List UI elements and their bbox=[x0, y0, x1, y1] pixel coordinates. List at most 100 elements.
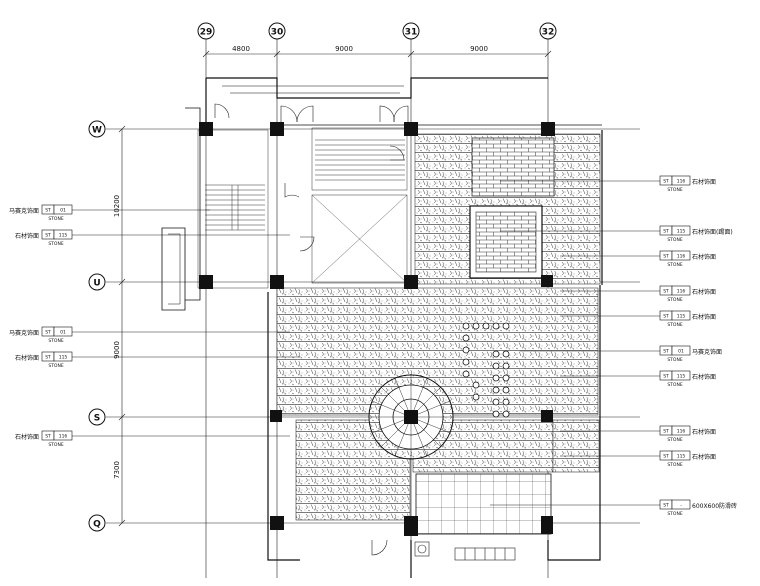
svg-text:ST: ST bbox=[45, 330, 51, 336]
svg-text:STONE: STONE bbox=[667, 462, 683, 468]
svg-text:32: 32 bbox=[542, 28, 555, 38]
svg-text:01: 01 bbox=[60, 330, 66, 336]
svg-text:600X600防滑砖: 600X600防滑砖 bbox=[692, 502, 737, 510]
dim-left-1: 10200 bbox=[113, 195, 121, 217]
svg-text:W: W bbox=[92, 126, 102, 136]
svg-text:STONE: STONE bbox=[667, 187, 683, 193]
svg-text:115: 115 bbox=[59, 355, 68, 361]
right-tag-5: ST 01 STONE 马赛克饰面 bbox=[659, 345, 722, 363]
svg-text:ST: ST bbox=[663, 503, 669, 509]
svg-text:115: 115 bbox=[677, 374, 686, 380]
svg-text:U: U bbox=[93, 279, 100, 289]
svg-text:STONE: STONE bbox=[48, 442, 64, 448]
svg-text:石材饰面: 石材饰面 bbox=[692, 313, 716, 321]
svg-text:石材饰面: 石材饰面 bbox=[692, 373, 716, 381]
svg-text:STONE: STONE bbox=[48, 338, 64, 344]
right-tag-0: ST 116 STONE 石材饰面 bbox=[659, 175, 716, 193]
svg-text:ST: ST bbox=[663, 229, 669, 235]
floor-finishes bbox=[276, 133, 601, 535]
svg-text:ST: ST bbox=[663, 349, 669, 355]
svg-text:ST: ST bbox=[45, 434, 51, 440]
left-tag-4: 石材饰面 ST 116 STONE bbox=[15, 430, 73, 448]
svg-text:石材饰面: 石材饰面 bbox=[692, 178, 716, 186]
svg-text:ST: ST bbox=[45, 355, 51, 361]
svg-text:STONE: STONE bbox=[667, 237, 683, 243]
right-tag-7: ST 116 STONE 石材饰面 bbox=[659, 425, 716, 443]
svg-text:115: 115 bbox=[677, 314, 686, 320]
svg-text:01: 01 bbox=[678, 349, 684, 355]
right-tag-2: ST 116 STONE 石材饰面 bbox=[659, 250, 716, 268]
svg-text:115: 115 bbox=[677, 454, 686, 460]
dim-left-3: 7300 bbox=[113, 461, 121, 479]
left-tag-3: 石材饰面 ST 115 STONE bbox=[15, 351, 73, 369]
svg-text:马赛克饰面: 马赛克饰面 bbox=[692, 348, 722, 356]
svg-text:STONE: STONE bbox=[48, 241, 64, 247]
svg-text:STONE: STONE bbox=[667, 511, 683, 517]
grid-bubble-U: U bbox=[88, 273, 106, 291]
svg-text:石材饰面: 石材饰面 bbox=[692, 288, 716, 296]
stair-core bbox=[197, 127, 408, 289]
dim-top-2: 9000 bbox=[335, 45, 353, 53]
svg-text:-: - bbox=[680, 504, 682, 509]
mosaic-dots bbox=[462, 322, 510, 418]
svg-text:115: 115 bbox=[677, 229, 686, 235]
svg-text:ST: ST bbox=[663, 374, 669, 380]
svg-text:116: 116 bbox=[677, 179, 686, 185]
svg-text:石材饰面: 石材饰面 bbox=[692, 428, 716, 436]
svg-text:116: 116 bbox=[59, 434, 68, 440]
grid-bubble-31: 31 bbox=[402, 22, 420, 40]
svg-text:ST: ST bbox=[663, 179, 669, 185]
svg-text:石材饰面: 石材饰面 bbox=[15, 354, 39, 362]
svg-text:ST: ST bbox=[663, 429, 669, 435]
svg-text:116: 116 bbox=[677, 429, 686, 435]
svg-text:石材饰面(踢面): 石材饰面(踢面) bbox=[692, 228, 733, 236]
grid-bubble-32: 32 bbox=[539, 22, 557, 40]
grid-bubble-30: 30 bbox=[268, 22, 286, 40]
grid-bubble-Q: Q bbox=[88, 514, 106, 532]
top-dimension bbox=[202, 50, 552, 58]
structural-columns bbox=[199, 122, 555, 536]
svg-text:STONE: STONE bbox=[48, 363, 64, 369]
svg-text:ST: ST bbox=[663, 254, 669, 260]
doors bbox=[214, 103, 409, 556]
svg-text:STONE: STONE bbox=[667, 262, 683, 268]
svg-text:01: 01 bbox=[60, 208, 66, 214]
svg-text:S: S bbox=[94, 414, 100, 424]
svg-text:115: 115 bbox=[59, 233, 68, 239]
right-tag-9: ST - STONE 600X600防滑砖 bbox=[659, 499, 737, 517]
svg-text:ST: ST bbox=[45, 233, 51, 239]
svg-text:STONE: STONE bbox=[667, 322, 683, 328]
svg-text:STONE: STONE bbox=[48, 216, 64, 222]
svg-text:石材饰面: 石材饰面 bbox=[15, 433, 39, 441]
svg-text:ST: ST bbox=[663, 454, 669, 460]
right-tag-8: ST 115 STONE 石材饰面 bbox=[659, 450, 716, 468]
grid-bubble-W: W bbox=[88, 120, 106, 138]
right-leaders bbox=[490, 180, 660, 506]
grid-bubble-29: 29 bbox=[197, 22, 215, 40]
svg-text:马赛克饰面: 马赛克饰面 bbox=[9, 207, 39, 215]
left-tag-0: 马赛克饰面 ST 01 STONE bbox=[9, 204, 73, 222]
right-tag-6: ST 115 STONE 石材饰面 bbox=[659, 370, 716, 388]
svg-text:30: 30 bbox=[271, 28, 284, 38]
svg-text:31: 31 bbox=[405, 28, 418, 38]
svg-text:ST: ST bbox=[663, 314, 669, 320]
dim-left-2: 9000 bbox=[113, 341, 121, 359]
svg-text:ST: ST bbox=[663, 289, 669, 295]
right-tag-3: ST 116 STONE 石材饰面 bbox=[659, 285, 716, 303]
left-tag-2: 马赛克饰面 ST 01 STONE bbox=[9, 326, 73, 344]
dim-top-1: 4800 bbox=[232, 45, 250, 53]
svg-text:116: 116 bbox=[677, 254, 686, 260]
svg-text:Q: Q bbox=[93, 520, 101, 530]
bottom-fixtures bbox=[414, 541, 516, 561]
svg-text:石材饰面: 石材饰面 bbox=[692, 453, 716, 461]
dim-top-3: 9000 bbox=[470, 45, 488, 53]
svg-text:石材饰面: 石材饰面 bbox=[692, 253, 716, 261]
svg-text:石材饰面: 石材饰面 bbox=[15, 232, 39, 240]
left-dimension bbox=[118, 125, 126, 527]
svg-text:116: 116 bbox=[677, 289, 686, 295]
left-tag-1: 石材饰面 ST 115 STONE bbox=[15, 229, 73, 247]
building-outline bbox=[161, 77, 603, 578]
right-tag-4: ST 115 STONE 石材饰面 bbox=[659, 310, 716, 328]
svg-text:STONE: STONE bbox=[667, 297, 683, 303]
